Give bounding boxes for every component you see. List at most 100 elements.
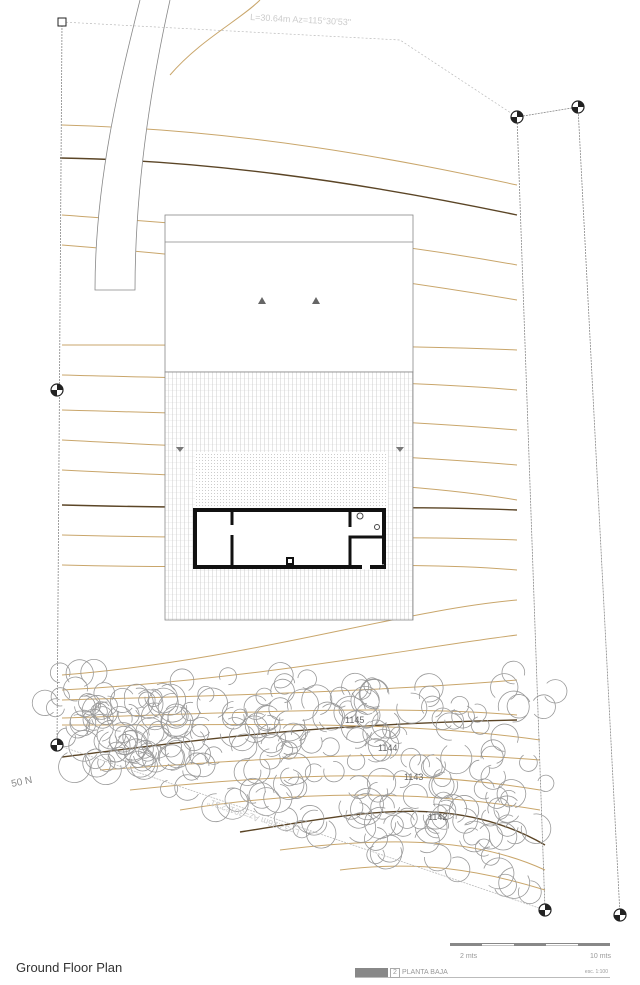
tree-canopy [323,760,345,783]
roof-area [164,214,414,373]
tree-canopy [253,787,281,817]
tree-canopy [409,754,430,775]
tree-canopy [400,747,422,768]
tree-canopy [80,694,102,716]
contour-line [61,634,518,691]
tree-canopy [135,689,164,719]
tree-canopy [167,708,187,727]
contour-label-1145: 1145 [345,715,364,725]
tree-canopy [255,705,281,730]
tree-canopy [341,672,369,701]
tree-canopy [263,783,293,813]
tree-canopy [224,787,249,812]
tree-canopy [366,767,397,798]
tree-canopy [165,703,189,729]
tree-canopy [359,679,389,708]
tree-canopy [164,739,192,769]
tree-canopy [383,814,404,836]
tree-canopy [182,762,201,781]
tree-canopy [300,731,323,754]
tree-canopy [414,827,440,853]
tree-canopy [396,807,418,829]
tree-canopy [117,729,148,761]
tree-canopy [496,779,527,809]
tree-canopy [138,691,156,709]
tree-canopy [402,783,428,809]
boundary-top-label: L=30.64m Az=115°30'53" [250,12,351,27]
tree-canopy [90,702,108,721]
tree-canopy [424,844,452,872]
tree-canopy [533,694,556,719]
tree-canopy [273,769,305,800]
tree-canopy [350,793,383,826]
tree-canopy [80,659,108,684]
tree-canopy [160,779,179,798]
tree-canopy [493,795,520,823]
tree-canopy [473,778,495,800]
tree-canopy [436,799,457,820]
scale-right-label: 10 mts [590,953,612,960]
tree-canopy [435,712,464,741]
tree-canopy [130,752,158,780]
contour-line [279,841,546,871]
tree-canopy [74,695,96,718]
tree-canopy [180,701,200,721]
tree-canopy [480,745,504,769]
tree-canopy [244,712,271,739]
tree-canopy [490,673,519,700]
tree-canopy [231,733,258,760]
sink-icon [374,524,380,530]
tree-canopy [219,717,250,748]
contour-label-1144: 1144 [378,743,397,753]
tree-canopy [107,706,133,732]
tree-canopy [440,744,473,775]
tree-canopy [144,688,163,707]
tree-canopy [96,719,127,750]
tree-canopy [158,744,186,771]
tree-canopy [367,729,400,759]
tree-canopy [362,721,391,747]
tree-canopy [353,689,380,715]
tree-canopy [480,846,500,866]
tree-canopy [273,673,296,695]
tree-canopy [68,730,98,762]
tree-canopy [338,795,364,820]
tree-canopy [273,807,298,831]
tree-canopy [297,805,325,834]
tree-canopy [444,710,464,730]
tree-canopy [191,752,216,778]
tree-canopy [174,774,199,801]
toilet-icon [356,512,364,520]
tree-canopy [255,687,272,706]
contour-label-1143: 1143 [404,772,423,782]
tree-canopy [108,722,138,753]
tree-canopy [469,759,490,781]
tree-canopy [274,710,306,742]
tree-canopy [520,813,552,844]
tree-canopy [191,717,211,738]
tree-canopy [201,793,231,823]
tree-canopy [290,723,308,741]
tree-canopy [169,668,195,691]
scale-bar [450,943,610,946]
tree-canopy [123,738,149,764]
tree-canopy [190,723,210,743]
title-plate: 2 PLANTA BAJA esc. 1:100 [355,968,610,978]
tree-canopy [197,686,215,703]
tree-canopy [475,838,493,857]
tree-canopy [371,712,401,739]
tree-canopy [147,687,179,718]
tree-canopy [116,733,137,756]
tree-canopy [228,726,256,752]
building-footprint [164,214,414,621]
level-marker-icon [312,297,320,304]
tree-canopy [366,719,387,741]
drain-marker-icon [176,447,184,452]
survey-marker-icon [613,908,627,922]
drawing-title: Ground Floor Plan [16,960,123,975]
tree-canopy [287,688,319,721]
tree-canopy [243,695,267,720]
tree-canopy [353,787,384,821]
contour-line [339,865,546,891]
tree-canopy [444,856,471,883]
